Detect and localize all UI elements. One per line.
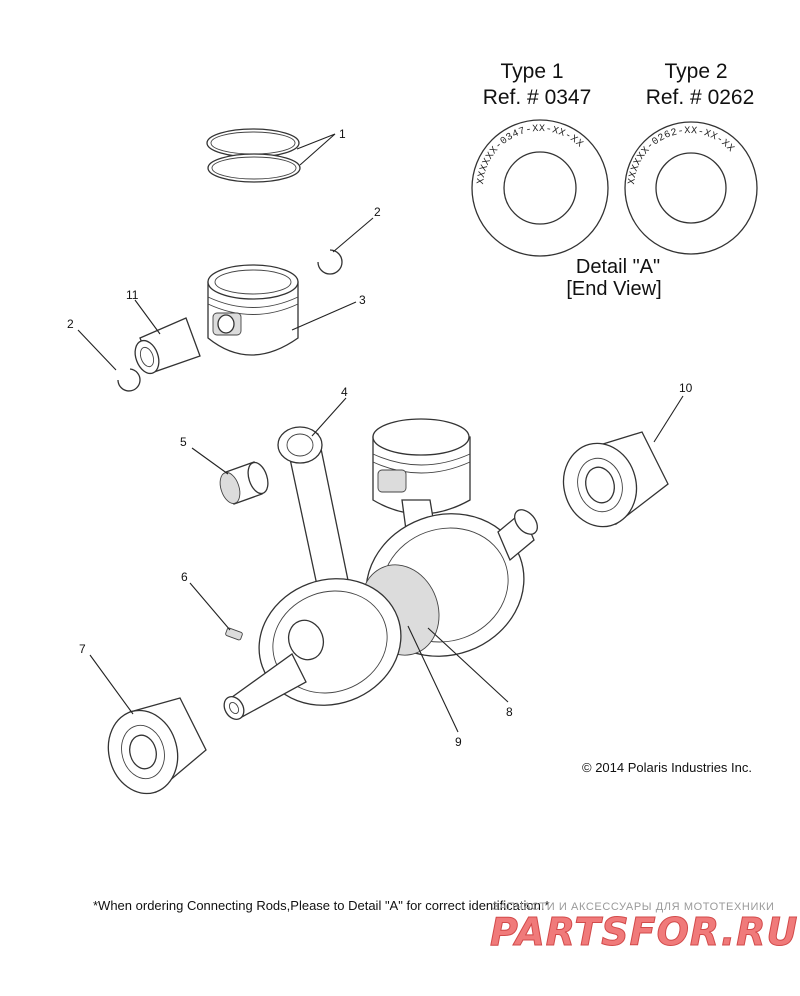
needle-bearing-part-5 <box>219 461 269 505</box>
main-bearing-part-10 <box>562 431 669 528</box>
callout-leader-4 <box>311 397 347 437</box>
callout-8: 8 <box>506 705 513 719</box>
callout-9: 9 <box>455 735 462 749</box>
callout-leader-11 <box>134 299 161 335</box>
main-bearing-part-7 <box>107 697 207 795</box>
watermark-logo: PARTSFOR.RU <box>489 910 799 955</box>
callout-leader-7 <box>89 654 134 715</box>
callout-2-upper: 2 <box>374 205 381 219</box>
copyright-notice: © 2014 Polaris Industries Inc. <box>582 760 752 775</box>
callout-3: 3 <box>359 293 366 307</box>
callout-leader-6 <box>189 582 231 631</box>
woodruff-key-part-6 <box>225 627 243 641</box>
type1-end-view-ring: XXXXXX-0347-XX-XX-XX <box>471 119 609 257</box>
crankshaft-assembly <box>223 418 538 720</box>
callout-7: 7 <box>79 642 86 656</box>
callout-leader-8 <box>427 627 509 703</box>
type2-ref: Ref. # 0262 <box>646 86 755 109</box>
callout-2-lower: 2 <box>67 317 74 331</box>
ordering-note: *When ordering Connecting Rods,Please to… <box>93 898 550 913</box>
callout-1: 1 <box>339 127 346 141</box>
callout-4: 4 <box>341 385 348 399</box>
watermark-subtitle: ЗАПЧАСТИ И АКСЕССУАРЫ ДЛЯ МОТОТЕХНИКИ <box>492 901 775 913</box>
piston-rings-part-1 <box>206 128 301 183</box>
callout-11: 11 <box>126 288 139 302</box>
circlip-part-2-lower <box>117 368 141 392</box>
type1-title: Type 1 <box>500 60 563 83</box>
callout-5: 5 <box>180 435 187 449</box>
detail-a-label: Detail "A" <box>576 256 660 278</box>
callout-leader-2b <box>77 329 117 371</box>
piston-part-3 <box>207 264 299 356</box>
callout-leader-3 <box>291 301 357 331</box>
connecting-rod-part-4 <box>277 426 351 601</box>
type2-end-view-ring: XXXXXX-0262-XX-XX-XX <box>624 121 758 255</box>
callout-6: 6 <box>181 570 188 584</box>
callout-leader-5 <box>191 447 229 475</box>
callout-leader-1 <box>296 133 336 166</box>
type1-ref: Ref. # 0347 <box>483 86 592 109</box>
type2-title: Type 2 <box>664 60 727 83</box>
detail-a-sublabel: [End View] <box>566 278 661 300</box>
callout-leader-2a <box>332 217 374 253</box>
callout-leader-9 <box>407 625 459 733</box>
circlip-part-2-upper <box>317 249 343 275</box>
callout-leader-10 <box>653 395 684 443</box>
wrist-pin-part-11 <box>134 317 201 375</box>
callout-10: 10 <box>679 381 693 395</box>
